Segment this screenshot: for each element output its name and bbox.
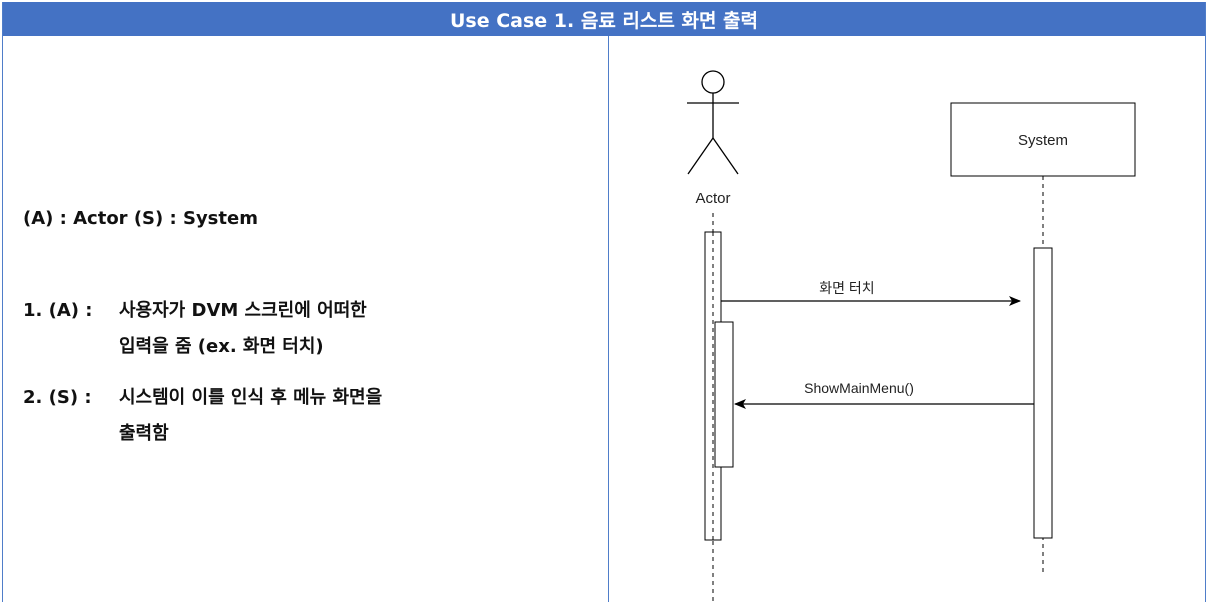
- system-activation-bar: [1033, 247, 1053, 539]
- actor-nested-activation-bar: [714, 321, 734, 468]
- step-1: 1. (A) : 사용자가 DVM 스크린에 어떠한 입력을 줌 (ex. 화면 …: [23, 296, 367, 358]
- step-2-line1: 시스템이 이를 인식 후 메뉴 화면을: [119, 387, 383, 408]
- sequence-diagram-pane: Actor System 화면 터치 ShowMainMenu(): [609, 36, 1207, 602]
- actor-label: Actor: [695, 190, 730, 207]
- description-pane: (A) : Actor (S) : System 1. (A) : 사용자가 DV…: [23, 36, 603, 602]
- sequence-diagram: Actor System 화면 터치 ShowMainMenu(): [687, 70, 1136, 601]
- column-divider: [608, 36, 609, 602]
- message-1-label: 화면 터치: [819, 280, 874, 296]
- system-box: [950, 102, 1136, 177]
- actor-figure: [687, 70, 739, 175]
- step-1-prefix: 1. (A) :: [23, 300, 93, 321]
- actor-system-legend: (A) : Actor (S) : System: [23, 208, 258, 229]
- step-2-line2: 출력함: [119, 423, 169, 444]
- use-case-title: Use Case 1. 음료 리스트 화면 출력: [3, 2, 1205, 36]
- step-1-line2: 입력을 줌 (ex. 화면 터치): [119, 336, 324, 357]
- step-1-line1: 사용자가 DVM 스크린에 어떠한: [119, 300, 367, 321]
- message-2-label: ShowMainMenu(): [804, 380, 914, 396]
- step-2-prefix: 2. (S) :: [23, 387, 92, 408]
- step-2: 2. (S) : 시스템이 이를 인식 후 메뉴 화면을 출력함: [23, 383, 382, 445]
- system-label: System: [1018, 132, 1068, 149]
